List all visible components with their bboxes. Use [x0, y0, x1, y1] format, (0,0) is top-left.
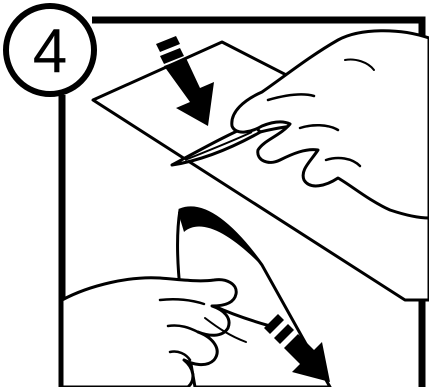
step-badge: 4	[6, 6, 94, 94]
step-number: 4	[33, 17, 67, 86]
